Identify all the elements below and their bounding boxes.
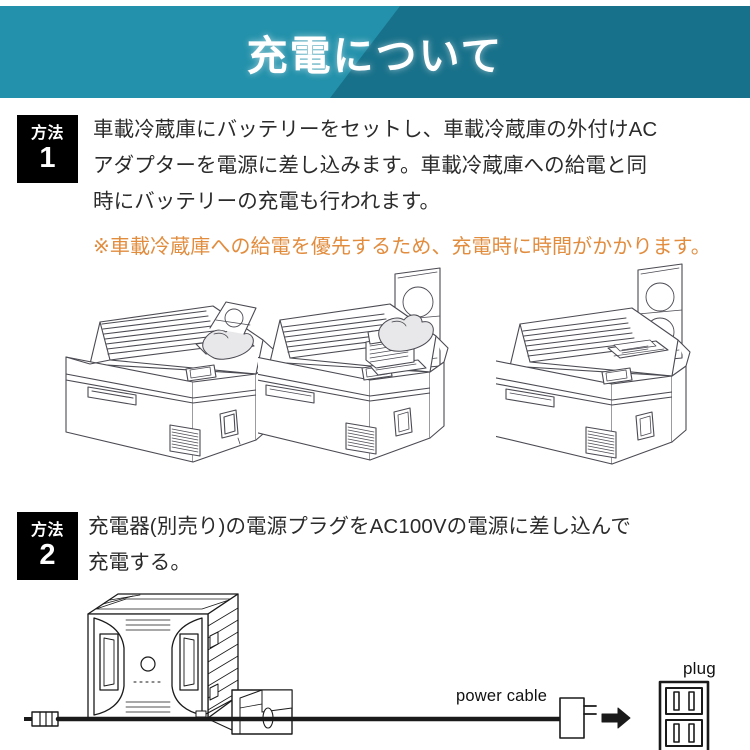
- banner-diagonal-accent: [330, 6, 750, 98]
- battery-power-button-icon: [140, 656, 156, 672]
- page-header-banner: 充電について: [0, 6, 750, 98]
- charging-setup-diagram: [0, 578, 750, 750]
- dc-port-callout: [205, 689, 293, 735]
- method-2-badge-number: 2: [39, 538, 56, 571]
- method-2-line-1: 充電器(別売り)の電源プラグをAC100Vの電源に差し込んで: [88, 515, 631, 538]
- power-cable-drawing: [24, 711, 563, 727]
- arrow-icon: [601, 707, 631, 729]
- wall-outlet-icon: [658, 680, 710, 750]
- method-1-badge: 方法 1: [17, 115, 78, 183]
- plug-label: plug: [683, 659, 716, 678]
- fridge-illustration-closed: [48, 262, 288, 492]
- method-2-text: 充電器(別売り)の電源プラグをAC100Vの電源に差し込んで 充電する。: [88, 509, 738, 581]
- method-2-badge: 方法 2: [17, 512, 78, 580]
- method-1-text: 車載冷蔵庫にバッテリーをセットし、車載冷蔵庫の外付けAC アダプターを電源に差し…: [93, 112, 743, 220]
- fridge-illustration-inserting-battery: [258, 262, 498, 492]
- fridge-illustration-battery-installed: [496, 262, 736, 492]
- method-1-line-2: アダプターを電源に差し込みます。車載冷蔵庫への給電と同: [93, 154, 648, 177]
- method-1-badge-number: 1: [39, 141, 56, 174]
- method-2-line-2: 充電する。: [88, 551, 191, 574]
- method-2-badge-word: 方法: [30, 521, 64, 539]
- ac-adapter-plug-icon: [559, 697, 597, 739]
- fridge-illustration-row: [0, 262, 750, 492]
- method-1-note: ※車載冷蔵庫への給電を優先するため、充電時に時間がかかります。: [93, 236, 711, 258]
- method-1-badge-word: 方法: [30, 124, 64, 142]
- method-1-line-1: 車載冷蔵庫にバッテリーをセットし、車載冷蔵庫の外付けAC: [93, 118, 658, 141]
- battery-unit-drawing: [87, 593, 239, 719]
- method-1-line-3: 時にバッテリーの充電も行われます。: [93, 190, 441, 213]
- page-title: 充電について: [246, 33, 504, 79]
- power-cable-label: power cable: [456, 687, 548, 705]
